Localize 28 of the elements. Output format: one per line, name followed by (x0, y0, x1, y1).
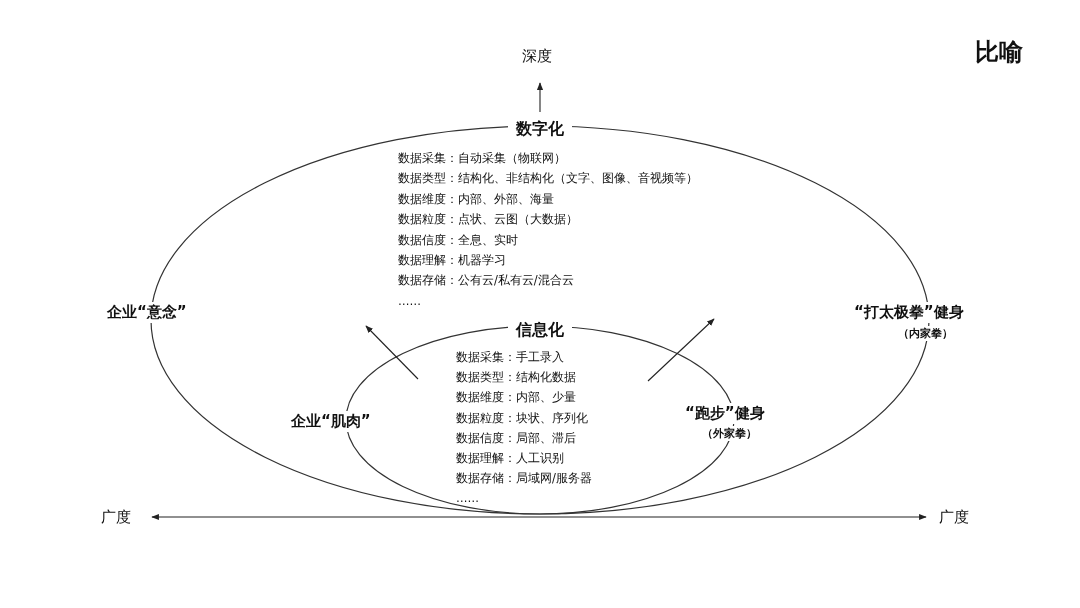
list-item: 数据信度：全息、实时 (398, 232, 518, 248)
title: 比喻 (975, 37, 1023, 68)
side-label: 企业“意念” (105, 302, 189, 323)
list-item: 数据类型：结构化、非结构化（文字、图像、音视频等） (398, 171, 698, 187)
list-item: 数据类型：结构化数据 (456, 370, 576, 386)
arrow (365, 325, 419, 380)
axis-label: 深度 (522, 47, 552, 66)
list-item: 数据维度：内部、外部、海量 (398, 191, 554, 207)
list-item: 数据存储：公有云/私有云/混合云 (398, 273, 574, 289)
axis-label: 广度 (101, 508, 131, 527)
list-item: 数据采集：自动采集（物联网） (398, 151, 566, 166)
list-item: 数据粒度：块状、序列化 (456, 410, 588, 426)
side-label: 企业“肌肉” (289, 411, 373, 432)
side-label: “跑步”健身 (683, 403, 767, 424)
list-item: …… (398, 293, 421, 308)
heading: 数字化 (508, 119, 572, 140)
list-item: …… (456, 491, 479, 506)
list-item: 数据存储：局域网/服务器 (456, 471, 592, 487)
side-label: “打太极拳”健身 (852, 302, 966, 323)
list-item: 数据理解：人工识别 (456, 451, 564, 466)
list-item: 数据信度：局部、滞后 (456, 430, 576, 446)
list-item: 数据理解：机器学习 (398, 253, 506, 268)
list-item: 数据维度：内部、少量 (456, 390, 576, 406)
heading: 信息化 (508, 320, 572, 341)
axis-label: 广度 (939, 508, 969, 527)
list-item: 数据粒度：点状、云图（大数据） (398, 212, 578, 228)
list-item: 数据采集：手工录入 (456, 350, 564, 365)
arrow (647, 318, 715, 382)
